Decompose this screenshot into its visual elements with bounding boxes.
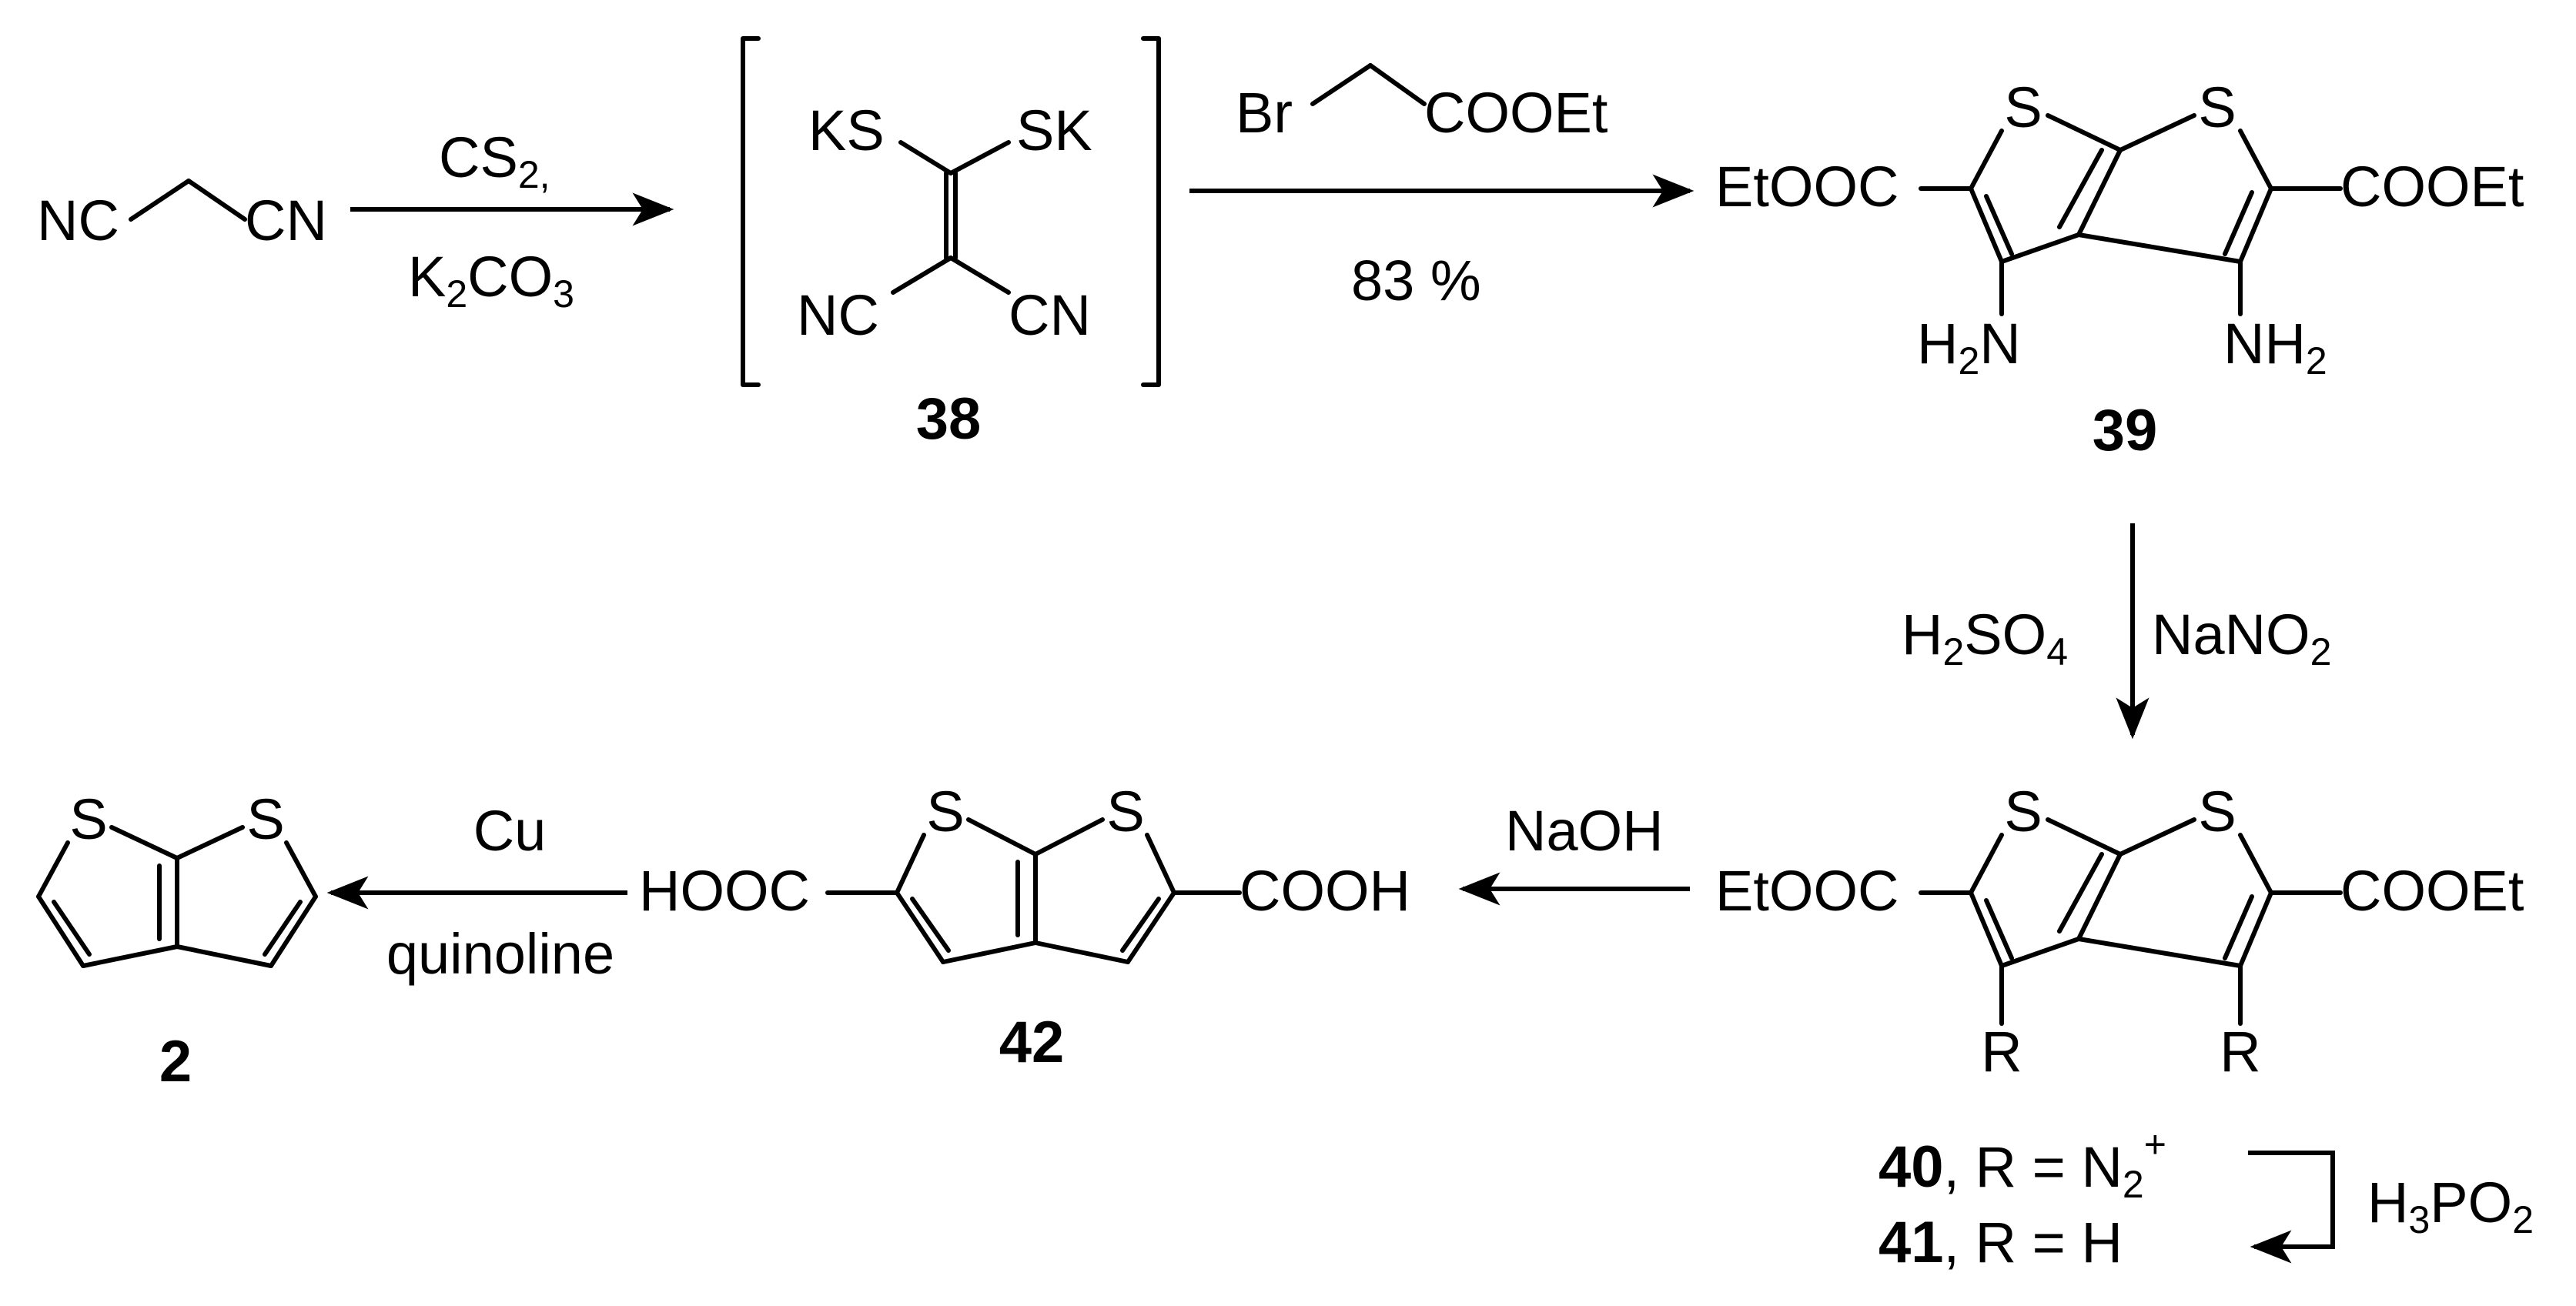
- cn-label-38: CN: [1009, 283, 1091, 347]
- compound-38: KS SK NC CN 38: [741, 36, 1161, 452]
- cn-label: CN: [245, 189, 327, 252]
- s-label-39-left: S: [2004, 75, 2042, 139]
- reagent-quinoline: quinoline: [386, 922, 614, 986]
- h2n-label: H2N: [1917, 312, 2021, 382]
- s-label-40-right: S: [2198, 780, 2236, 843]
- br-label: Br: [1236, 81, 1293, 145]
- acid-right-42: COOH: [1239, 859, 1410, 923]
- left-bracket: [741, 36, 761, 387]
- s-label-2-left: S: [69, 787, 107, 851]
- nc-label-38: NC: [797, 283, 879, 347]
- s-label-39-right: S: [2198, 75, 2236, 139]
- reagent-cu: Cu: [473, 799, 547, 863]
- nc-label: NC: [37, 189, 119, 252]
- r-label-right: R: [2220, 1020, 2260, 1084]
- step5-arrow-group: Cu quinoline: [326, 799, 627, 986]
- compound-number-42: 42: [999, 1010, 1065, 1075]
- step2-arrow-group: Br COOEt 83 %: [1189, 63, 1694, 312]
- compound-39: S S EtOOC COOEt H2N NH2 39: [1715, 75, 2524, 463]
- cooet-label: COOEt: [1424, 81, 1608, 145]
- compound-2: S S 2: [36, 787, 318, 1094]
- sk-label: SK: [1016, 99, 1092, 162]
- malononitrile: NC CN: [37, 179, 327, 252]
- s-label-42-right: S: [1106, 780, 1144, 843]
- reagent-h3po2: H3PO2: [2367, 1171, 2534, 1241]
- yield-label: 83 %: [1351, 249, 1481, 312]
- ester-left-39: EtOOC: [1715, 155, 1899, 219]
- reagent-h2so4: H2SO4: [1902, 603, 2068, 673]
- reagent-nano2: NaNO2: [2152, 603, 2331, 673]
- r-label-left: R: [1981, 1020, 2022, 1084]
- ks-label: KS: [808, 99, 885, 162]
- reagent-k2co3: K2CO3: [408, 245, 574, 316]
- compound-41-legend: 41, R = H: [1878, 1210, 2123, 1275]
- s-label-42-left: S: [926, 780, 964, 843]
- right-bracket: [1141, 36, 1161, 387]
- compound-number-39: 39: [2093, 398, 2158, 463]
- compound-40-legend: 40, R = N2+: [1878, 1123, 2166, 1206]
- ester-right-39: COOEt: [2340, 155, 2524, 219]
- compound-42: S S HOOC COOH 42: [639, 780, 1410, 1075]
- nh2-label: NH2: [2223, 312, 2327, 382]
- step1-arrow-group: CS2, K2CO3: [350, 125, 674, 316]
- s-label-40-left: S: [2004, 780, 2042, 843]
- compound-number-2: 2: [159, 1029, 192, 1094]
- step3-arrow-group: H2SO4 NaNO2: [1902, 523, 2331, 740]
- ester-left-40: EtOOC: [1715, 859, 1899, 923]
- compound-number-38: 38: [916, 386, 982, 452]
- h3po2-arrow: [2248, 1151, 2335, 1264]
- reagent-naoh: NaOH: [1505, 799, 1664, 863]
- ester-right-40: COOEt: [2340, 859, 2524, 923]
- reagent-cs2: CS2,: [439, 125, 550, 196]
- step4-arrow-group: NaOH: [1458, 799, 1690, 906]
- s-label-2-right: S: [246, 787, 284, 851]
- acid-left-42: HOOC: [639, 859, 810, 923]
- compound-40-41: S S EtOOC COOEt R R 40, R = N2+ 41, R = …: [1715, 780, 2534, 1275]
